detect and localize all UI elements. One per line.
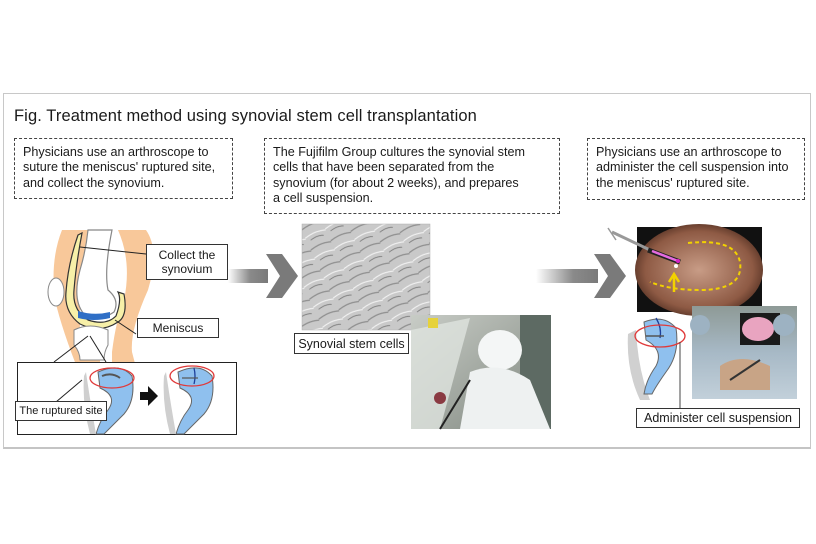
- step-3-line: Physicians use an arthroscope to: [596, 145, 782, 159]
- process-arrow-icon: [140, 386, 158, 406]
- leader-line: [114, 319, 137, 335]
- step-1-line: and collect the synovium.: [23, 175, 165, 190]
- step-2-line: cells that have been separated from the: [273, 160, 495, 175]
- leader-line: [55, 379, 83, 403]
- step-1-line: Physicians use an arthroscope to: [23, 145, 209, 159]
- syringe-icon: [607, 227, 681, 265]
- figure-title: Fig. Treatment method using synovial ste…: [14, 107, 477, 125]
- step-1-line: suture the meniscus' ruptured site,: [23, 160, 216, 175]
- meniscus-highlight: [78, 311, 110, 320]
- leader-line: [79, 246, 147, 255]
- leader-line: [53, 335, 89, 363]
- meniscus-after-suture: [163, 365, 215, 435]
- step-2-description: The Fujifilm Group cultures the synovial…: [264, 138, 560, 214]
- meniscus-label: Meniscus: [137, 318, 219, 338]
- step-2-line: The Fujifilm Group cultures the synovial…: [273, 145, 525, 159]
- rupture-highlight-ring: [89, 367, 135, 389]
- step-2-line: a cell suspension.: [273, 190, 374, 205]
- collect-synovium-label-line: synovium: [161, 262, 213, 276]
- ruptured-site-label: The ruptured site: [15, 401, 107, 421]
- collect-synovium-label-line: Collect the: [158, 248, 216, 262]
- step-1-description: Physicians use an arthroscope to suture …: [14, 138, 233, 199]
- rupture-highlight-ring: [169, 365, 215, 387]
- step-3-description: Physicians use an arthroscope to adminis…: [587, 138, 805, 200]
- patella: [47, 277, 65, 307]
- step-3-line: the meniscus' ruptured site.: [596, 175, 750, 190]
- step-3-line: administer the cell suspension into: [596, 160, 789, 175]
- administer-cell-suspension-label: Administer cell suspension: [636, 408, 800, 428]
- collect-synovium-label: Collect the synovium: [146, 244, 228, 280]
- rupture-highlight-ring: [634, 324, 686, 348]
- leader-line: [89, 335, 107, 363]
- step-2-line: synovium (for about 2 weeks), and prepar…: [273, 175, 519, 190]
- leg-skin: [53, 230, 154, 375]
- synovial-stem-cells-label: Synovial stem cells: [294, 333, 409, 354]
- synovium: [65, 231, 126, 330]
